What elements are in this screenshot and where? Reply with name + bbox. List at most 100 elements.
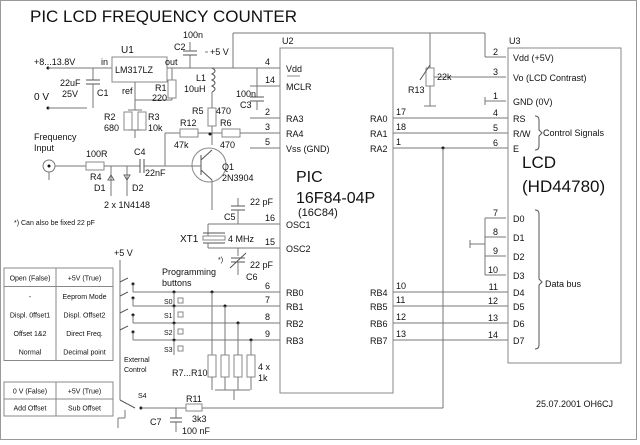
c7-ref: C7 (150, 417, 162, 427)
button-label: S0 (164, 299, 173, 306)
u3-body (507, 47, 622, 364)
l1-value: 10uH (184, 84, 206, 94)
u1-ref: U1 (121, 45, 134, 56)
c1-ref: C1 (97, 88, 109, 98)
table-cell: Displ. 0ffset1 (10, 312, 50, 319)
c4-value: 22nF (145, 168, 166, 178)
u2-pin-number: 3 (265, 122, 270, 132)
r3-value: 10k (148, 123, 163, 133)
diodes-part: 2 x 1N4148 (104, 200, 150, 210)
table-cell: Direct Freq. (66, 331, 103, 338)
u3-ref: U3 (509, 36, 521, 46)
u3-pin-vdd-5v-: Vdd (+5V) (513, 53, 554, 63)
u3-pin-d4: D4 (513, 288, 525, 298)
r2-ref: R2 (104, 112, 116, 122)
table-header: Open (False) (10, 275, 51, 282)
power-supply: +8...13.8V in LM317LZ U1 out ref 22uF 25… (34, 30, 275, 138)
u1-regulator (111, 56, 168, 83)
r11-resistor (185, 403, 203, 412)
input-voltage-label: +8...13.8V (34, 57, 75, 67)
u2-pin-ra2: RA2 (370, 144, 388, 154)
u2-pin-rb7: RB7 (370, 336, 388, 346)
xt1-crystal (202, 235, 226, 241)
u2-ref: U2 (282, 36, 294, 46)
c1-voltage: 25V (62, 89, 78, 99)
c6-ref: C6 (246, 272, 258, 282)
u3-pin-number: 2 (493, 47, 498, 57)
u3-pin-d7: D7 (513, 336, 525, 346)
r4-ref: R4 (90, 172, 102, 182)
table-cell: - (29, 294, 32, 301)
u2-pin-rb0: RB0 (286, 288, 304, 298)
c1-value: 22uF (60, 78, 81, 88)
schematic-title: PIC LCD FREQUENCY COUNTER (30, 7, 297, 26)
u2-pin-mclr: MCLR (286, 82, 312, 92)
u2-pin-rb6: RB6 (370, 319, 388, 329)
r13-ref: R13 (408, 85, 425, 95)
u2-pin-number: 17 (396, 107, 406, 117)
external-control-2: Control (124, 367, 147, 374)
c4-ref: C4 (134, 147, 146, 157)
c5-value: 22 pF (250, 197, 274, 207)
u3-pin-d2: D2 (513, 252, 525, 262)
pushbutton-icon[interactable] (177, 297, 184, 304)
table-cell: Sub Offset (68, 406, 101, 413)
table-cell: Add Offset (14, 406, 47, 413)
u3-pin-d5: D5 (513, 302, 525, 312)
r12-value: 47k (174, 140, 189, 150)
u3-pin-vo-lcd-contrast-: Vo (LCD Contrast) (513, 73, 587, 83)
u3-pin-rs: RS (513, 114, 526, 124)
r6-value: 470 (220, 140, 235, 150)
r5-ref: R5 (192, 106, 204, 116)
pulldown-resistor (220, 354, 230, 378)
footer-date-author: 25.07.2001 OH6CJ (536, 399, 613, 409)
u2-pin-vdd: Vdd (286, 64, 302, 74)
q1-ref: Q1 (222, 162, 234, 172)
r11-ref: R11 (186, 394, 202, 404)
u3-pin-number: 14 (488, 330, 498, 340)
c7-value: 100 nF (182, 426, 211, 436)
vcc-label: +5 V (210, 47, 229, 57)
r5-value: 470 (216, 106, 231, 116)
u3-pin-number: 1 (493, 91, 498, 101)
c2-value: 100n (183, 30, 203, 40)
footnote: *) Can also be fixed 22 pF (14, 220, 95, 227)
s4-ref: S4 (138, 393, 147, 400)
r1-ref: R1 (155, 83, 167, 93)
freq-input-label-1: Frequency (34, 132, 77, 142)
r7-r10-ref: R7...R10 (172, 368, 208, 378)
pushbutton-icon[interactable] (177, 311, 184, 318)
pushbutton-icon[interactable] (177, 345, 184, 352)
r1-value: 220 (152, 93, 167, 103)
u2-pin-number: 12 (396, 312, 406, 322)
buttons-title-2: buttons (162, 278, 192, 288)
button-label: S2 (164, 330, 173, 337)
u2-pin-number: 18 (396, 122, 406, 132)
r12-ref: R12 (180, 118, 197, 128)
table-cell: Normal (19, 349, 42, 356)
table-header: 0 V (False) (13, 389, 47, 396)
u2-pin-number: 11 (396, 295, 405, 305)
u2-pin-number: 8 (265, 312, 270, 322)
c3-value: 100n (236, 89, 256, 99)
u3-pin-d1: D1 (513, 233, 525, 243)
freq-input-label-2: Input (34, 143, 55, 153)
oscillator: 22 pF C5 XT1 4 MHz *) 22 pF C6 (180, 197, 280, 282)
u3-pin-number: 10 (488, 265, 498, 275)
u3-name-2: (HD44780) (522, 177, 605, 196)
pushbutton-icon[interactable] (177, 328, 184, 335)
u1-out-label: out (165, 57, 178, 67)
d2-ref: D2 (132, 183, 144, 193)
u2-pin-ra0: RA0 (370, 114, 388, 124)
u2-name-2: 16F84-04P (296, 190, 375, 207)
u2-body (279, 47, 394, 394)
r6-ref: R6 (220, 118, 232, 128)
u2-pin-number: 4 (265, 57, 270, 67)
u2-pin-number: 15 (265, 237, 275, 247)
u2-pin-number: 2 (265, 107, 270, 117)
table-header: +5V (True) (68, 275, 101, 282)
